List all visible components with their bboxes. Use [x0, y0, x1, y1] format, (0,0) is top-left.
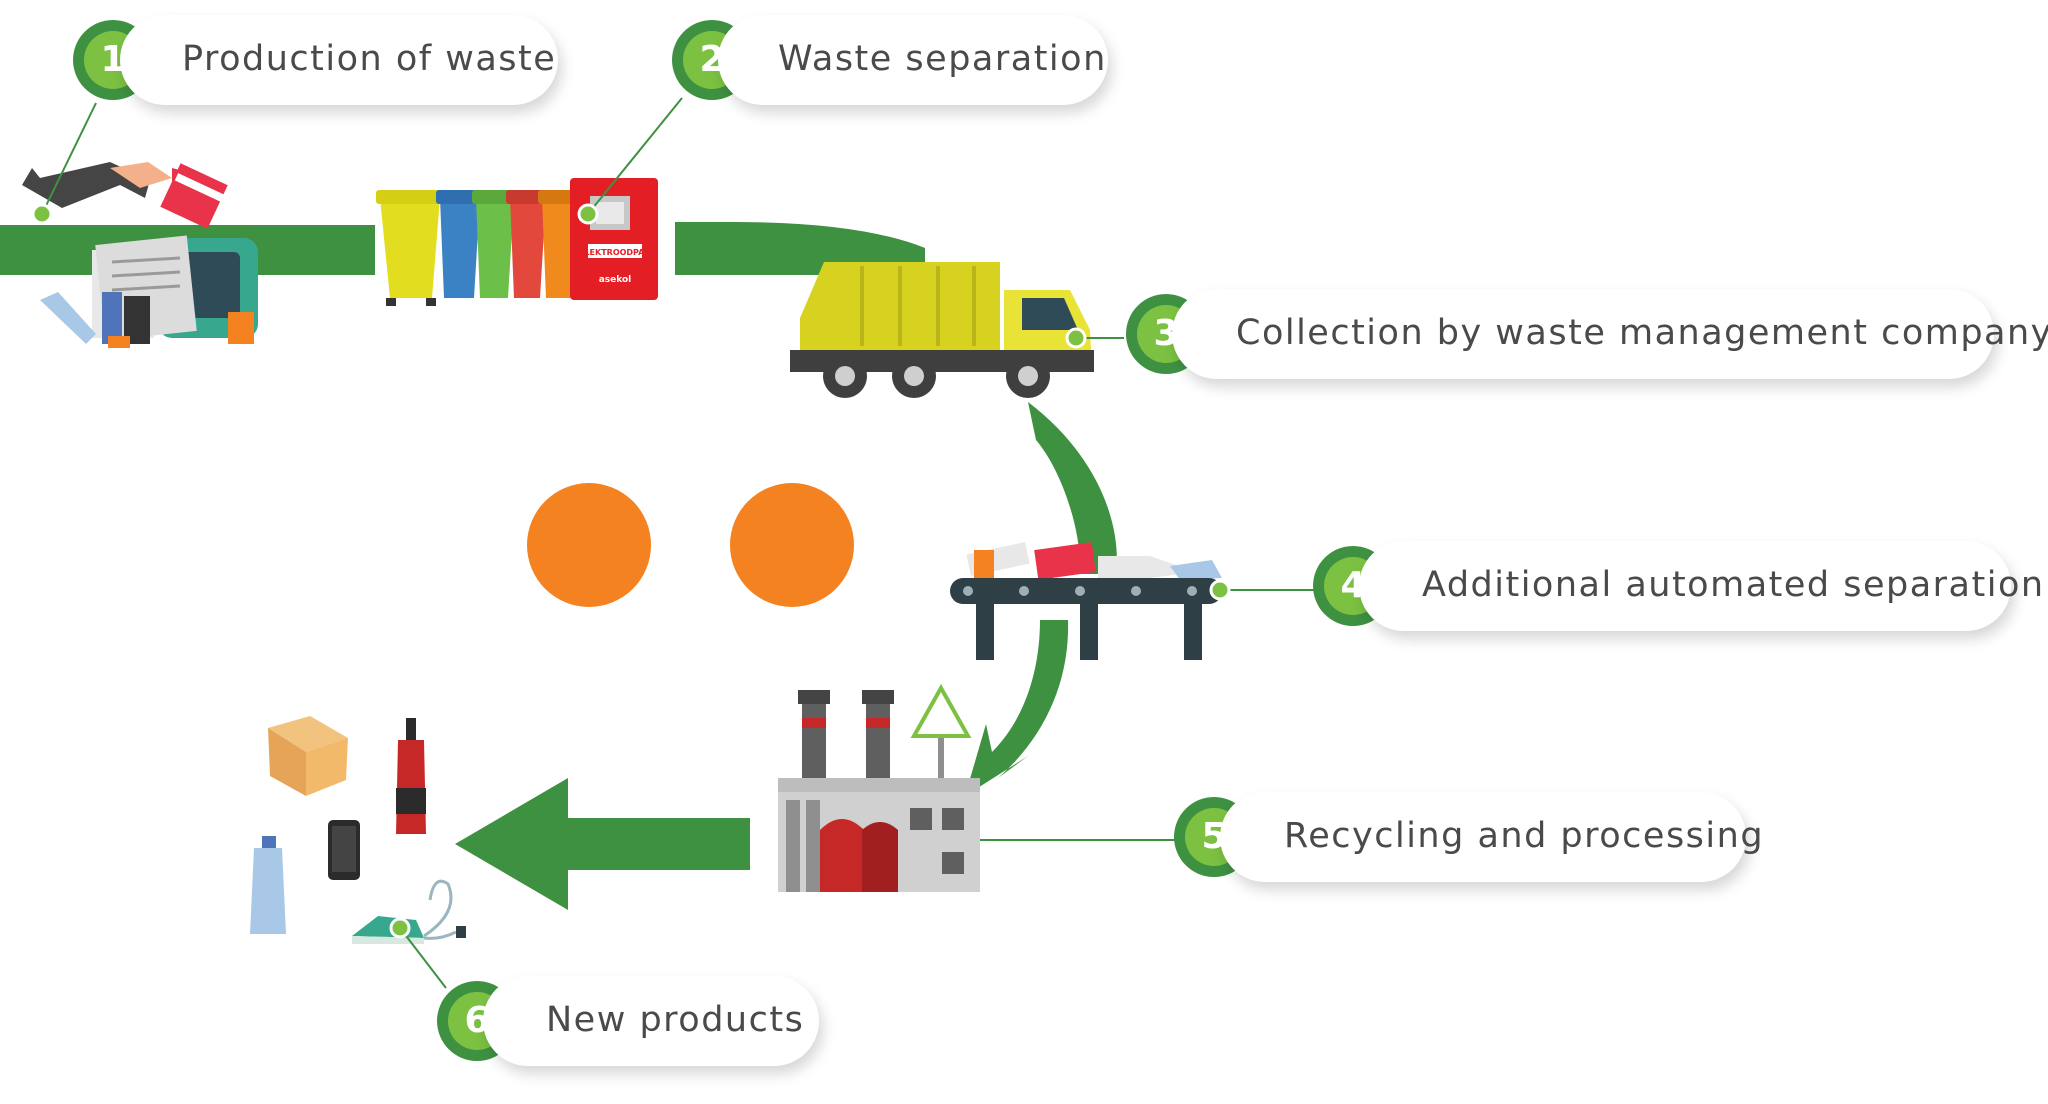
connector-node-3: [1065, 327, 1087, 349]
bin-brand: asekol: [599, 275, 632, 285]
new-products-icon: [250, 716, 466, 944]
flow-path: [0, 222, 1117, 910]
step-1-label: Production of waste: [182, 39, 557, 79]
connector-node-6: [389, 917, 411, 939]
garbage-truck-icon: [790, 262, 1094, 398]
step-3-label: Collection by waste management company: [1236, 313, 2048, 353]
step-2-pill: [718, 15, 1108, 105]
step-1-pill: [120, 15, 558, 105]
sorting-bins-icon: ELEKTROODPAD asekol: [376, 178, 658, 306]
orange-dot-right: [730, 483, 854, 607]
step-5-number: 5: [1201, 816, 1227, 857]
bin-label: ELEKTROODPAD: [579, 248, 651, 257]
step-4-number: 4: [1340, 565, 1366, 606]
step-3-number: 3: [1153, 313, 1179, 354]
recycling-factory-icon: [778, 683, 980, 892]
connectors: [31, 97, 1318, 989]
household-waste-icon: [22, 162, 258, 348]
step-4-label: Additional automated separation: [1422, 565, 2045, 605]
orange-dot-left: [527, 483, 651, 607]
connector-node-1: [31, 203, 53, 225]
step-4-pill: [1359, 541, 2011, 631]
recycle-symbol-icon: [910, 683, 972, 738]
connector-node-2: [577, 203, 599, 225]
step-5-label: Recycling and processing: [1284, 816, 1765, 856]
step-3-pill: [1172, 289, 1994, 379]
connector-node-4: [1209, 579, 1231, 601]
step-2-number: 2: [699, 39, 725, 80]
step-2-label: Waste separation: [778, 39, 1107, 79]
step-5-pill: [1220, 792, 1746, 882]
step-6-number: 6: [464, 1000, 490, 1041]
step-6-pill: [483, 976, 819, 1066]
step-1-number: 1: [100, 39, 126, 80]
conveyor-belt-icon: [950, 542, 1222, 660]
step-6-label: New products: [546, 1000, 805, 1040]
